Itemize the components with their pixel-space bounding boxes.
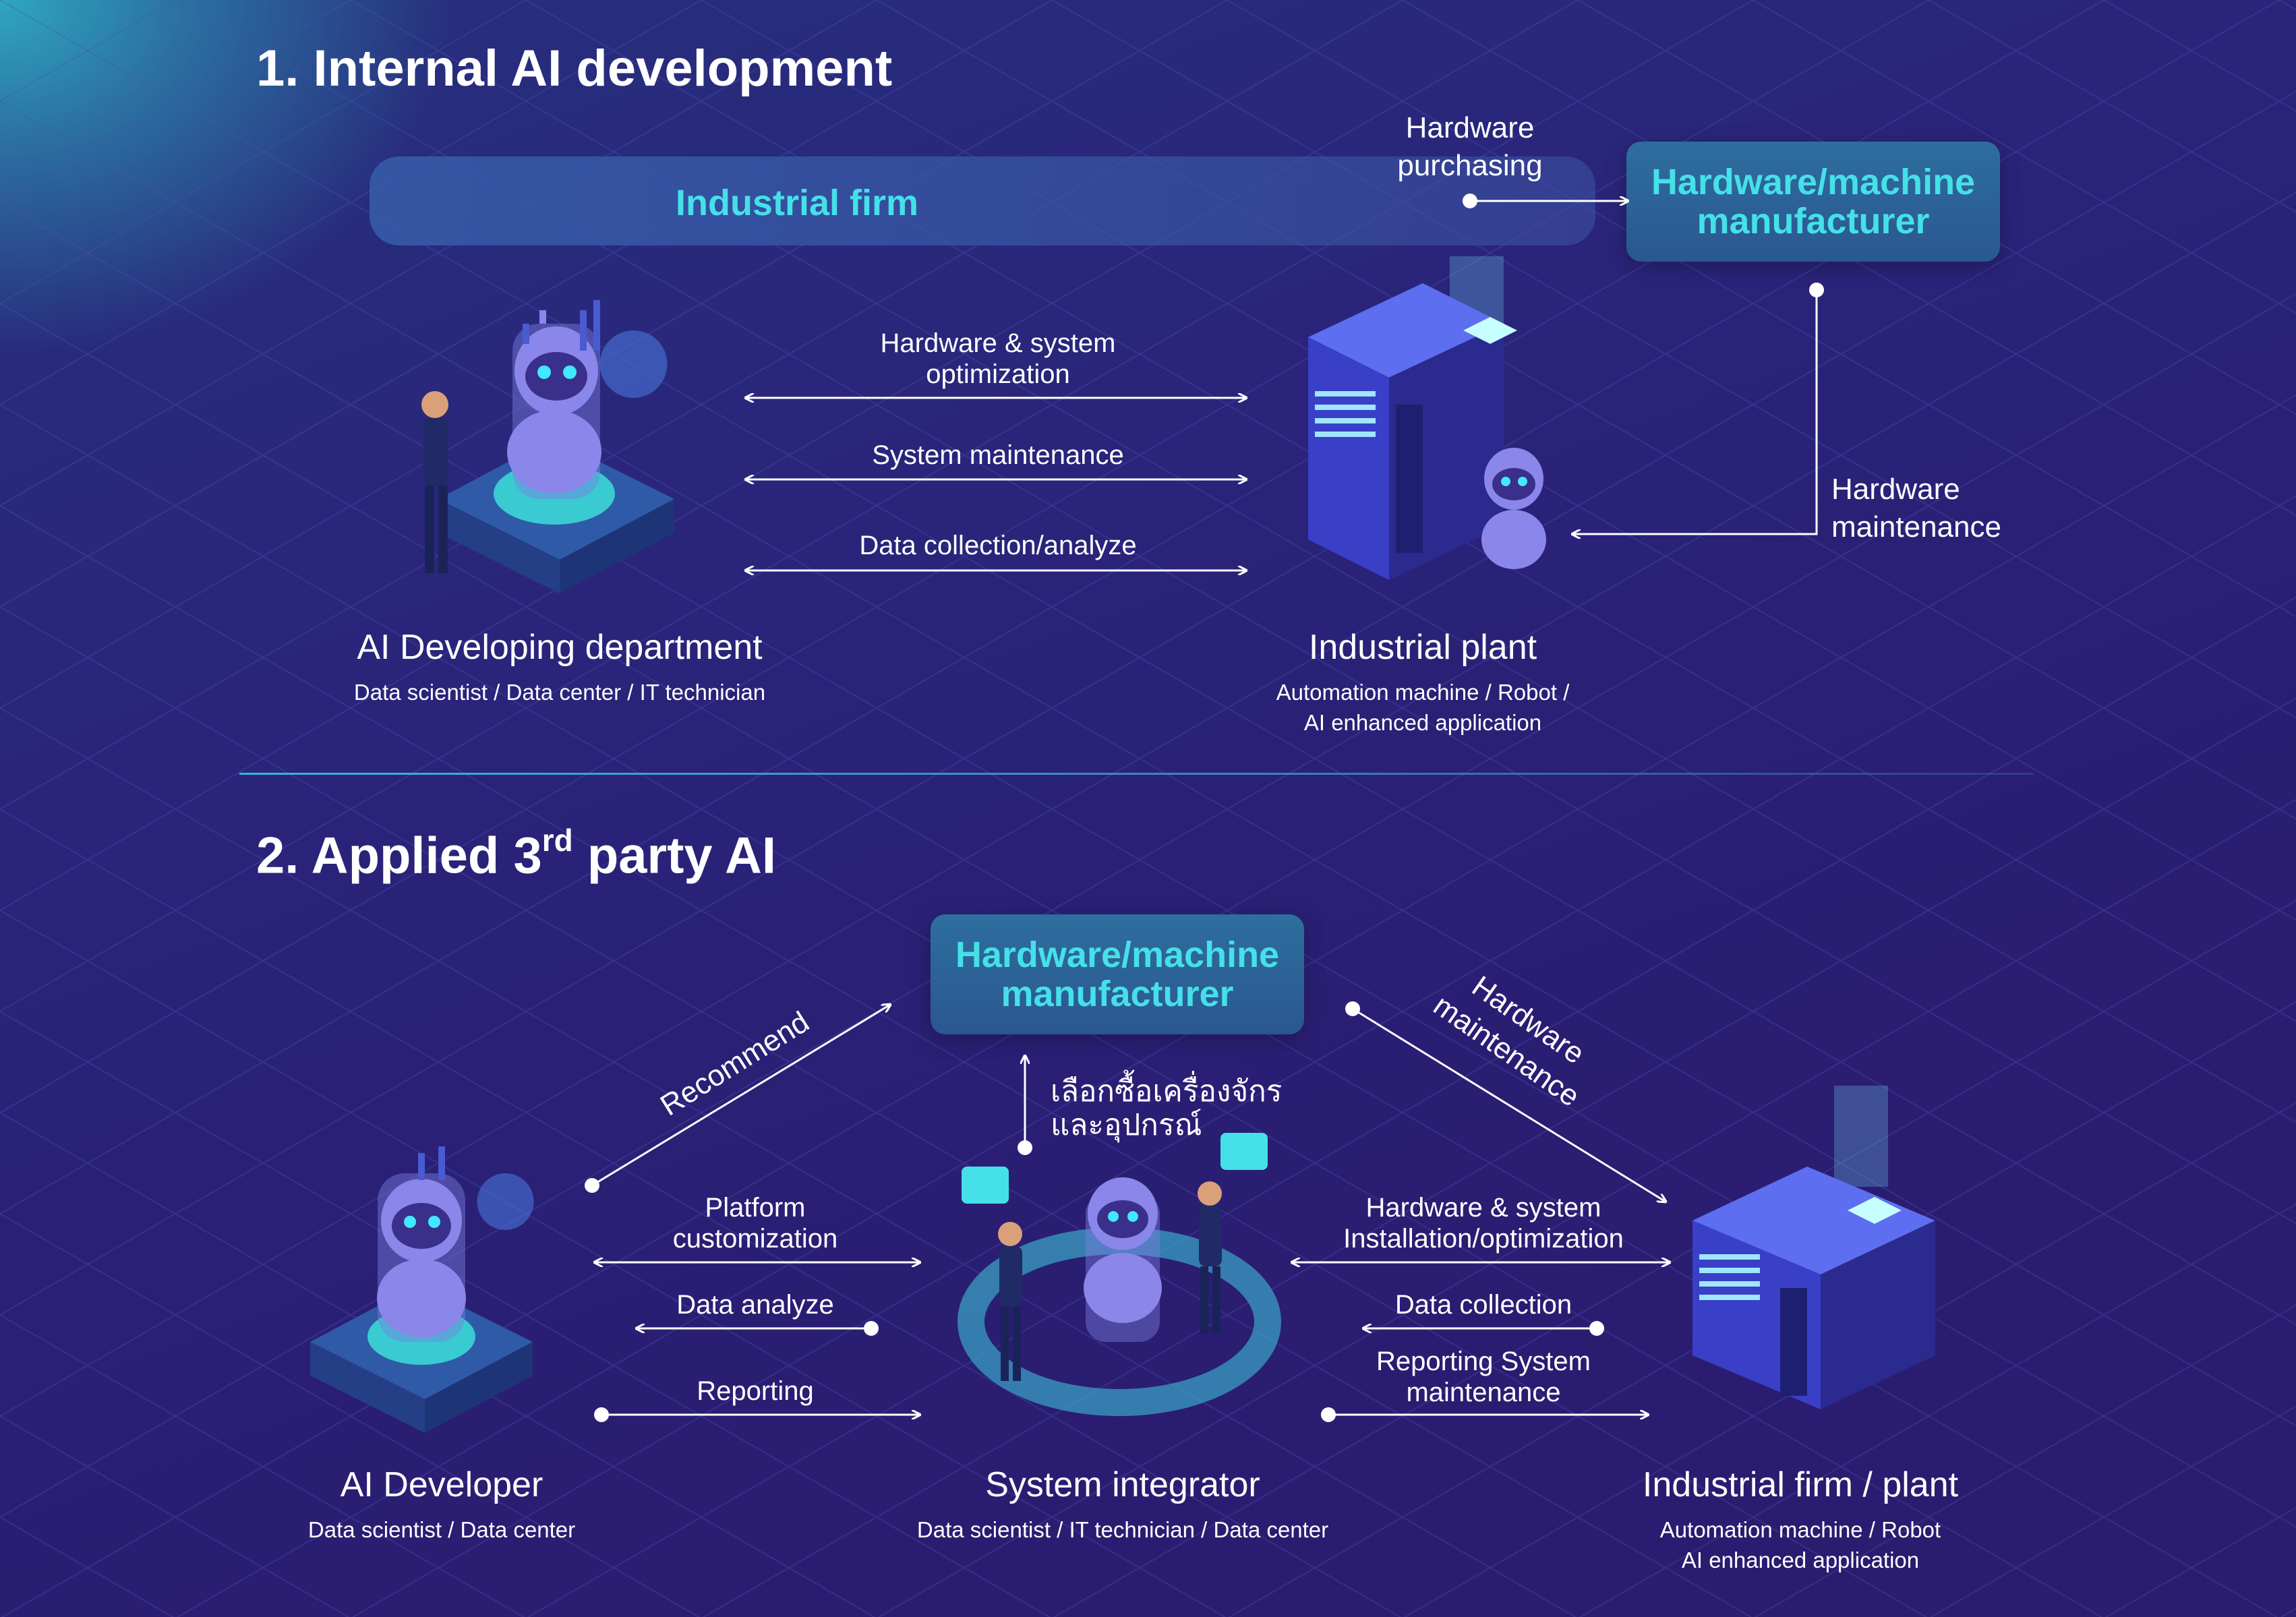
system-integrator-illustration (958, 1133, 1281, 1416)
system-integrator-name: System integrator (985, 1465, 1260, 1504)
link-data-collection-2: Data collection (1394, 1290, 1572, 1320)
industrial-plant-illustration (1308, 256, 1546, 580)
section2-title: 2. Applied 3rd party AI (256, 823, 776, 885)
plant-sub: Automation machine / Robot / AI enhanced… (1276, 680, 1570, 735)
ai-dept-sub: Data scientist / Data center / IT techni… (353, 680, 766, 705)
plant-name: Industrial plant (1308, 628, 1537, 667)
link-label-system-maintenance: System maintenance (872, 440, 1124, 470)
link-hw-installation: Hardware & system Installation/optimizat… (1343, 1193, 1624, 1254)
section2-title-sup: rd (541, 823, 573, 858)
ai-developer-name: AI Developer (340, 1465, 543, 1504)
arrow-hw-maintenance-2 (1352, 1007, 1666, 1202)
hw-manufacturer-box-1: Hardware/machine manufacturer (1626, 142, 2000, 262)
section2-title-main: 2. Applied 3 (256, 827, 542, 885)
hw-purchasing-label: Hardware purchasing (1397, 111, 1543, 182)
industrial-firm-band: Industrial firm (370, 156, 1595, 245)
hw-manufacturer-label-1: Hardware/machine manufacturer (1651, 162, 1976, 241)
ai-dept-name: AI Developing department (357, 628, 763, 667)
hw-manufacturer-label-2: Hardware/machine manufacturer (955, 935, 1280, 1014)
industrial-firm-plant-illustration (1692, 1086, 1935, 1409)
ai-dept-illustration (421, 300, 674, 593)
section1-title: 1. Internal AI development (256, 40, 893, 97)
link-reporting: Reporting (697, 1376, 814, 1406)
firm-plant-name: Industrial firm / plant (1642, 1465, 1959, 1504)
industrial-firm-text: Industrial firm (675, 183, 919, 223)
system-integrator-sub: Data scientist / IT technician / Data ce… (916, 1517, 1329, 1542)
section-divider (239, 773, 2033, 775)
hw-manufacturer-box-2: Hardware/machine manufacturer (931, 914, 1304, 1034)
link-label-data-collection: Data collection/analyze (859, 531, 1137, 560)
ai-developer-illustration (310, 1146, 534, 1433)
firm-plant-sub: Automation machine / Robot AI enhanced a… (1659, 1517, 1941, 1572)
arrow-hw-maintenance-1 (1572, 290, 1818, 534)
link-label-optimization: Hardware & system optimization (880, 328, 1116, 389)
ai-developer-sub: Data scientist / Data center (307, 1517, 576, 1542)
link-platform-customization: Platform customization (672, 1193, 838, 1254)
thai-purchase-label: เลือกซื้อเครื่องจักร และอุปกรณ์ (1051, 1074, 1283, 1142)
arrow-recommend (591, 1005, 890, 1187)
link-reporting-maintenance: Reporting System maintenance (1376, 1347, 1591, 1407)
link-data-analyze: Data analyze (676, 1290, 834, 1320)
section2-title-tail: party AI (572, 827, 776, 885)
industrial-firm-label: Industrial firm (370, 182, 1595, 224)
hw-maintenance-label-1: Hardware maintenance (1831, 473, 2001, 543)
